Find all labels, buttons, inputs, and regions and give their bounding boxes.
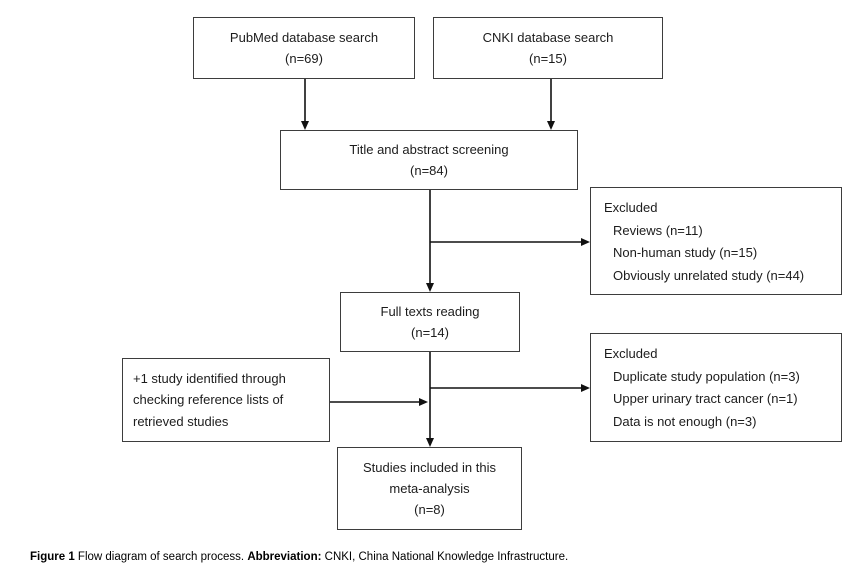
excluded-item: Non-human study (n=15) bbox=[613, 245, 758, 260]
box-text-line: Title and abstract screening bbox=[349, 142, 509, 157]
reference-check-box: +1 study identified through checking ref… bbox=[122, 358, 330, 442]
box-text-line: PubMed database search bbox=[229, 30, 379, 45]
excluded-item: Duplicate study population (n=3) bbox=[613, 368, 800, 384]
abbreviation-label: Abbreviation: bbox=[247, 551, 322, 563]
pubmed-search-box: PubMed database search (n=69) bbox=[193, 17, 415, 79]
figure-caption: Figure 1 Flow diagram of search process.… bbox=[30, 551, 568, 563]
excluded-box-2: Excluded Duplicate study population (n=3… bbox=[590, 333, 842, 442]
excluded-title: Excluded bbox=[604, 200, 658, 215]
box-text-line: retrieved studies bbox=[133, 413, 229, 429]
abbreviation-text: CNKI, China National Knowledge Infrastru… bbox=[321, 551, 569, 563]
excluded-item: Data is not enough (n=3) bbox=[613, 413, 757, 429]
box-text-line: meta-analysis bbox=[389, 481, 470, 496]
screening-box: Title and abstract screening (n=84) bbox=[280, 130, 578, 190]
box-count-line: (n=84) bbox=[410, 163, 448, 178]
excluded-item: Obviously unrelated study (n=44) bbox=[613, 267, 805, 283]
box-count-line: (n=14) bbox=[411, 325, 449, 340]
box-count-line: (n=15) bbox=[529, 51, 567, 66]
box-text-line: checking reference lists of bbox=[133, 392, 284, 408]
excluded-title: Excluded bbox=[604, 346, 658, 361]
excluded-item: Upper urinary tract cancer (n=1) bbox=[613, 391, 798, 406]
box-text-line: Studies included in this bbox=[363, 460, 496, 475]
excluded-box-1: Excluded Reviews (n=11) Non-human study … bbox=[590, 187, 842, 295]
box-count-line: (n=69) bbox=[285, 51, 323, 66]
box-text-line: +1 study identified through bbox=[133, 370, 286, 386]
cnki-search-box: CNKI database search (n=15) bbox=[433, 17, 663, 79]
box-text-line: CNKI database search bbox=[482, 30, 614, 45]
figure-label: Figure 1 bbox=[30, 551, 75, 563]
fulltext-reading-box: Full texts reading (n=14) bbox=[340, 292, 520, 352]
box-text-line: Full texts reading bbox=[380, 304, 480, 319]
excluded-item: Reviews (n=11) bbox=[613, 222, 703, 238]
figure-caption-text: Flow diagram of search process. bbox=[74, 551, 248, 563]
box-count-line: (n=8) bbox=[414, 502, 445, 517]
included-studies-box: Studies included in this meta-analysis (… bbox=[337, 447, 522, 530]
